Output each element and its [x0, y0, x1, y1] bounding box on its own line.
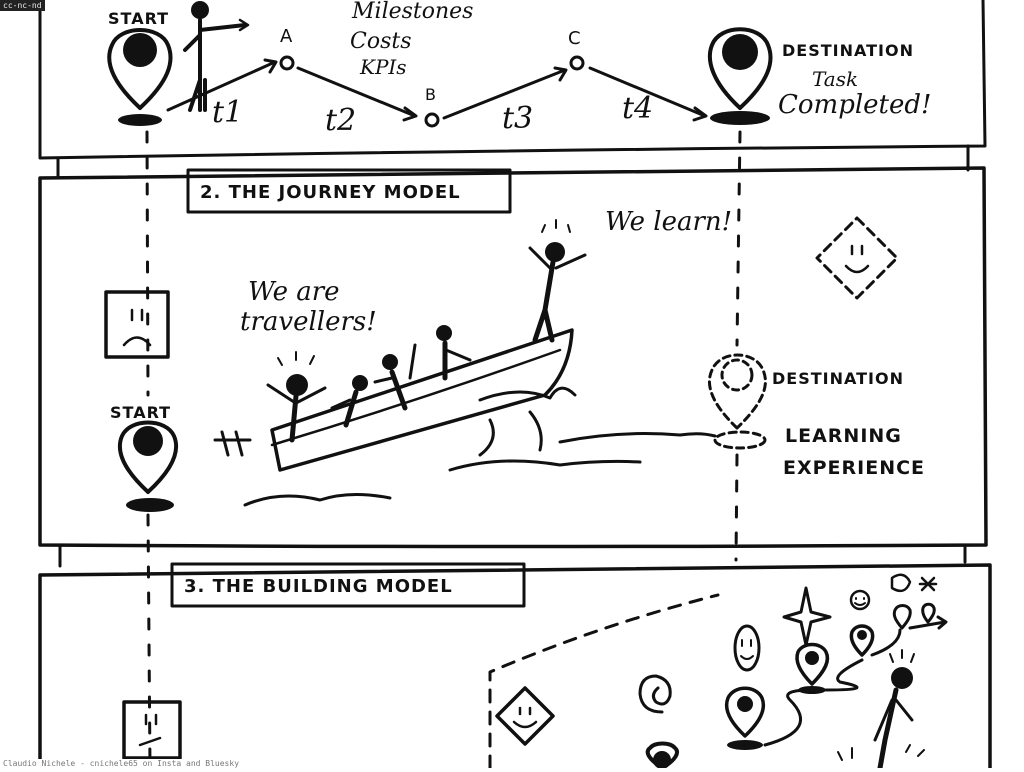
panel-connector-1	[56, 144, 970, 178]
panel2-start-label: START	[110, 403, 171, 422]
start-dashed-guide	[145, 130, 152, 770]
milestone-a-marker	[279, 55, 295, 71]
panel1-destination-label: DESTINATION	[782, 41, 914, 60]
destination-pin-icon	[707, 27, 773, 125]
task-path	[166, 55, 708, 128]
building-dashed-outline	[488, 593, 720, 770]
panel-3-title: 3. THE BUILDING MODEL	[184, 576, 453, 597]
panel1-start-label: START	[108, 9, 169, 28]
pointing-person-icon	[183, 1, 250, 112]
panel-3-building-model: 3. THE BUILDING MODEL	[38, 562, 992, 771]
travellers-line-2: travellers!	[240, 307, 377, 337]
note-kpis: KPIs	[359, 55, 407, 79]
panel2-destination-label: DESTINATION	[772, 369, 904, 388]
we-learn-label: We learn!	[605, 207, 732, 237]
smiley-oval-icon	[733, 624, 761, 672]
dashed-destination-pin-icon	[707, 353, 767, 450]
panel3-happy-diamond-icon	[495, 686, 555, 746]
boat-illustration	[213, 219, 717, 507]
bottom-pin-icon	[645, 741, 680, 770]
panel-1-task-model: START A B C t1 t2 t3 t4 Milestones	[38, 0, 987, 160]
spiral-icon	[638, 674, 672, 714]
travellers-line-1: We are	[248, 277, 340, 307]
panel-2-title: 2. THE JOURNEY MODEL	[200, 182, 461, 203]
point-a-label: A	[280, 26, 293, 47]
ascending-pins	[724, 573, 948, 750]
license-badge: cc-nc-nd	[0, 0, 45, 11]
neutral-face-icon	[122, 700, 182, 760]
happy-diamond-icon	[815, 216, 899, 300]
panel-3-title-box	[170, 562, 526, 608]
panel2-start-pin-icon	[117, 420, 179, 512]
learning-line-1: LEARNING	[785, 425, 902, 447]
panel-2-journey-model: 2. THE JOURNEY MODEL We are travellers! …	[38, 166, 988, 549]
time-label-t4: t4	[622, 91, 653, 126]
time-label-t2: t2	[325, 103, 356, 138]
time-label-t3: t3	[502, 101, 533, 136]
start-pin-icon	[107, 28, 173, 126]
sparkle-icon	[782, 586, 832, 647]
learning-line-2: EXPERIENCE	[783, 457, 925, 479]
panel-2-frame	[38, 166, 988, 549]
author-credit: Claudio Nichele - cnichele65 on Insta an…	[0, 759, 243, 768]
time-label-t1: t1	[212, 95, 243, 130]
destination-dashed-guide	[734, 130, 742, 562]
note-milestones: Milestones	[351, 0, 473, 24]
panel-2-title-box	[186, 168, 512, 214]
completed-line-1: Task	[812, 67, 858, 91]
panel-1-frame	[38, 0, 987, 160]
panel-connector-2	[58, 543, 967, 568]
note-costs: Costs	[350, 29, 412, 54]
milestone-b-marker	[424, 112, 440, 128]
point-b-label: B	[425, 85, 436, 104]
standing-figure-icon	[837, 649, 925, 771]
sad-face-icon	[104, 290, 170, 359]
milestone-c-marker	[569, 55, 585, 71]
completed-line-2: Completed!	[778, 90, 931, 120]
point-c-label: C	[568, 28, 581, 49]
